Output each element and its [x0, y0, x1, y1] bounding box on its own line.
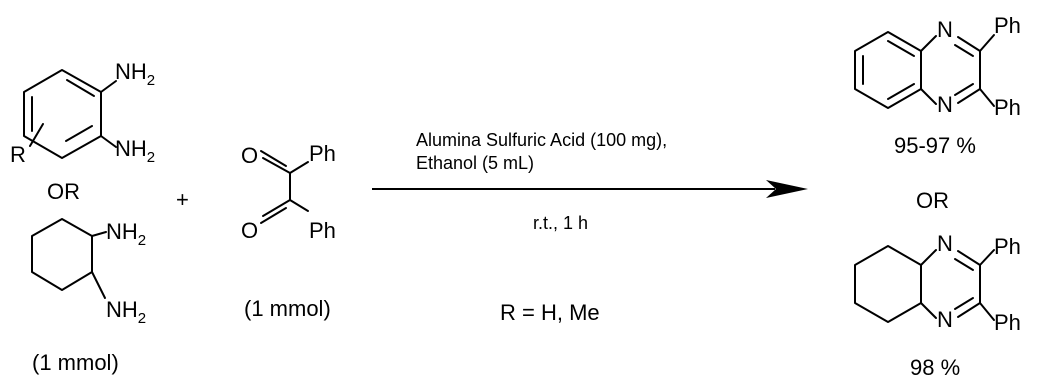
phenyl-label: Ph: [994, 95, 1021, 120]
imine-bond: [954, 297, 974, 310]
or-label-right: OR: [916, 188, 949, 213]
benzene-ring: [854, 31, 922, 109]
yield-label: 95-97 %: [894, 133, 976, 158]
cyclohexane-ring: [31, 218, 93, 291]
nitrogen-label: N: [937, 17, 953, 42]
bond-to-phenyl: [289, 199, 309, 212]
substituent-definition: R = H, Me: [500, 300, 600, 325]
imine-bond: [957, 36, 981, 52]
ring-bond: [920, 88, 937, 105]
phenyl-label: Ph: [994, 13, 1021, 38]
bond-to-phenyl: [979, 34, 995, 52]
ring-bond: [920, 35, 937, 52]
plus-sign: +: [176, 187, 189, 212]
reaction-arrow: [372, 180, 808, 198]
amine-label: NH2: [106, 219, 146, 249]
aromatic-inner-bond: [65, 125, 93, 142]
conditions-line-1: Alumina Sulfuric Acid (100 mg),: [416, 130, 667, 150]
cyclohexane-diamine: NH2 NH2: [31, 218, 146, 327]
conditions-temperature-time: r.t., 1 h: [533, 213, 588, 233]
carbonyl-bond: [262, 199, 291, 217]
aromatic-inner-bond: [887, 40, 915, 57]
quinoxaline-product: N N Ph Ph 95-97 %: [854, 13, 1021, 158]
nitrogen-label: N: [937, 92, 953, 117]
bond-to-nh2: [91, 231, 107, 237]
imine-bond: [954, 83, 974, 96]
benzene-ring: [23, 69, 102, 159]
ring-bond: [920, 302, 937, 319]
nitrogen-label: N: [937, 307, 953, 332]
imine-bond: [954, 44, 974, 57]
conditions-line-2: Ethanol (5 mL): [416, 153, 534, 173]
bond-to-r: [29, 123, 44, 147]
bond-to-nh2: [91, 271, 106, 299]
oxygen-label: O: [241, 143, 258, 168]
or-label-left: OR: [47, 179, 80, 204]
aromatic-inner-bond: [66, 79, 95, 97]
carbonyl-bond: [262, 157, 291, 174]
aromatic-inner-bond: [887, 83, 915, 100]
nitrogen-label: N: [937, 231, 953, 256]
carbonyl-bond: [260, 207, 287, 224]
bond-to-phenyl: [979, 302, 995, 321]
bond-to-nh2: [100, 80, 117, 93]
cyclohexane-ring: [854, 245, 922, 323]
phenyl-label: Ph: [994, 234, 1021, 259]
diketone-amount-label: (1 mmol): [244, 296, 331, 321]
benzil: O O Ph Ph (1 mmol): [241, 141, 336, 321]
oxygen-label: O: [241, 218, 258, 243]
amine-label: NH2: [106, 297, 146, 327]
amine-label: NH2: [115, 59, 155, 89]
imine-bond: [957, 302, 981, 318]
octahydroquinoxaline-product: N N Ph Ph 98 %: [854, 231, 1021, 380]
bond-to-phenyl: [289, 161, 309, 174]
bond-to-phenyl: [979, 88, 995, 107]
diamine-amount-label: (1 mmol): [32, 350, 119, 375]
phenyl-label: Ph: [309, 218, 336, 243]
bond-to-phenyl: [979, 249, 995, 266]
yield-label: 98 %: [910, 355, 960, 380]
carbonyl-bond: [260, 150, 287, 167]
imine-bond: [957, 250, 981, 266]
phenyl-label: Ph: [309, 141, 336, 166]
amine-label: NH2: [115, 136, 155, 166]
bond-to-nh2: [100, 135, 117, 148]
aromatic-diamine: NH2 NH2 R: [10, 59, 155, 167]
r-substituent-label: R: [10, 142, 26, 167]
imine-bond: [957, 88, 981, 104]
phenyl-label: Ph: [994, 310, 1021, 335]
imine-bond: [954, 258, 974, 271]
ring-bond: [920, 249, 937, 266]
arrow-head: [766, 180, 808, 198]
